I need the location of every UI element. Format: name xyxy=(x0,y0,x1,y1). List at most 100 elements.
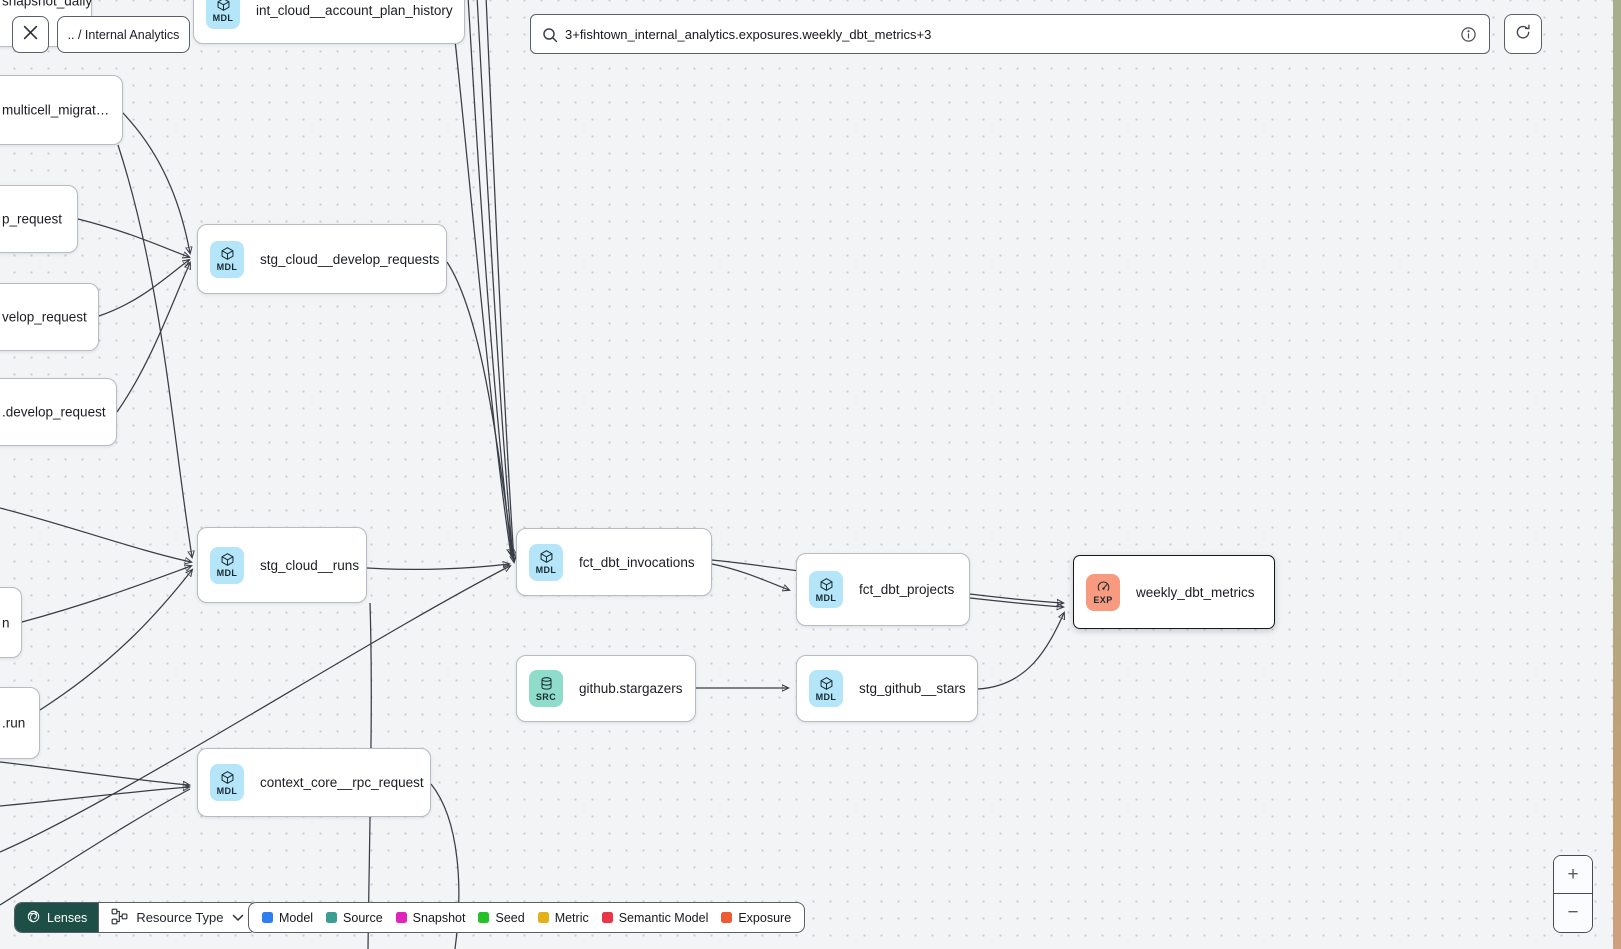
search-icon xyxy=(541,26,559,49)
node-label: weekly_dbt_metrics xyxy=(1136,584,1255,600)
node-stg-cloud-runs[interactable]: MDL stg_cloud__runs xyxy=(197,527,367,603)
breadcrumb[interactable]: .. / Internal Analytics xyxy=(57,16,190,53)
model-badge: MDL xyxy=(206,0,240,29)
legend-label: Snapshot xyxy=(412,910,466,925)
lenses-aperture-icon xyxy=(26,909,41,927)
badge-label: MDL xyxy=(535,565,557,575)
legend-item-snapshot: Snapshot xyxy=(395,910,466,925)
exposure-badge: EXP xyxy=(1086,573,1120,611)
node-label: int_cloud__account_plan_history xyxy=(256,2,453,18)
cube-icon xyxy=(217,0,229,11)
legend-label: Semantic Model xyxy=(618,910,709,925)
legend-item-exposure: Exposure xyxy=(721,911,791,925)
chevron-down-icon xyxy=(232,910,244,925)
node-github-stargazers[interactable]: SRC github.stargazers xyxy=(516,655,696,722)
legend-item-source: Source xyxy=(326,911,383,925)
legend-swatch xyxy=(395,912,407,923)
node-multicell-migrat[interactable]: multicell_migrat… xyxy=(0,75,123,145)
legend-item-seed: Seed xyxy=(478,910,525,925)
node-p-request[interactable]: p_request xyxy=(0,185,78,253)
badge-label: MDL xyxy=(212,13,234,23)
node-weekly-dbt-metrics[interactable]: EXP weekly_dbt_metrics xyxy=(1073,555,1275,629)
legend-label: Metric xyxy=(554,910,589,925)
gauge-icon xyxy=(1097,581,1109,591)
model-badge: MDL xyxy=(809,670,843,707)
node-label: p_request xyxy=(2,211,63,227)
node-label: stg_github__stars xyxy=(859,681,966,696)
badge-label: MDL xyxy=(815,592,837,603)
lenses-label: Lenses xyxy=(47,910,88,925)
node-label: stg_cloud__develop_requests xyxy=(260,251,440,267)
search-bar xyxy=(530,14,1490,54)
desktop-edge-strip xyxy=(1613,0,1621,949)
info-icon[interactable] xyxy=(1460,26,1477,48)
node-label: multicell_migrat… xyxy=(2,102,110,118)
node-label: fct_dbt_projects xyxy=(859,582,955,597)
resource-type-dropdown[interactable]: Resource Type xyxy=(99,903,255,932)
cube-icon xyxy=(221,553,233,566)
model-badge: MDL xyxy=(210,240,244,278)
node-cut-n[interactable]: n xyxy=(0,587,22,658)
legend-item-semantic-model: Semantic Model xyxy=(601,910,709,925)
model-badge: MDL xyxy=(210,764,244,801)
legend-swatch xyxy=(478,912,490,923)
node-fct-dbt-projects[interactable]: MDL fct_dbt_projects xyxy=(796,553,970,626)
node-label: github.stargazers xyxy=(579,681,683,696)
node-stg-cloud-develop-requests[interactable]: MDL stg_cloud__develop_requests xyxy=(197,224,447,294)
node-label: velop_request xyxy=(2,309,87,325)
legend-label: Source xyxy=(343,910,383,925)
lenses-button[interactable]: Lenses xyxy=(15,903,100,932)
node-label: snapshot_daily xyxy=(2,0,93,9)
node-label: .run xyxy=(2,715,26,731)
close-icon xyxy=(23,25,38,45)
cube-icon xyxy=(820,577,832,591)
node-cut-run[interactable]: .run xyxy=(0,687,40,759)
legend-swatch xyxy=(601,912,613,923)
legend-swatch xyxy=(262,912,273,923)
badge-label: SRC xyxy=(535,691,557,702)
legend-label: Exposure xyxy=(738,910,792,925)
zoom-out-button[interactable]: − xyxy=(1554,894,1592,932)
node-develop-request[interactable]: .develop_request xyxy=(0,378,117,446)
model-badge: MDL xyxy=(809,571,843,608)
zoom-in-button[interactable]: + xyxy=(1554,856,1592,894)
badge-label: MDL xyxy=(216,568,238,578)
node-label: stg_cloud__runs xyxy=(260,557,360,573)
legend-swatch xyxy=(537,912,549,923)
cube-icon xyxy=(820,676,832,690)
cube-icon xyxy=(540,550,552,563)
badge-label: EXP xyxy=(1093,595,1113,605)
resource-type-icon xyxy=(111,908,128,928)
model-badge: MDL xyxy=(529,543,563,581)
refresh-button[interactable] xyxy=(1504,14,1542,54)
badge-label: MDL xyxy=(216,262,238,272)
legend-label: Model xyxy=(279,910,314,925)
close-button[interactable] xyxy=(12,16,49,53)
legend-item-metric: Metric xyxy=(537,910,589,925)
node-stg-github-stars[interactable]: MDL stg_github__stars xyxy=(796,655,978,722)
node-fct-dbt-invocations[interactable]: MDL fct_dbt_invocations xyxy=(516,528,712,596)
node-label: n xyxy=(2,615,10,630)
resource-type-legend: Model Source Snapshot Seed Metric Semantic Mo… xyxy=(248,902,806,933)
badge-label: MDL xyxy=(815,691,837,702)
badge-label: MDL xyxy=(216,785,238,796)
legend-swatch xyxy=(326,912,338,923)
node-int-cloud-account-plan-history[interactable]: MDL int_cloud__account_plan_history xyxy=(193,0,465,44)
resource-type-label: Resource Type xyxy=(136,910,224,925)
cube-icon xyxy=(221,770,233,784)
cube-icon xyxy=(221,247,233,260)
legend-swatch xyxy=(721,912,733,923)
legend-item-model: Model xyxy=(262,911,313,925)
node-label: fct_dbt_invocations xyxy=(579,554,695,570)
database-icon xyxy=(540,676,552,690)
node-velop-request[interactable]: velop_request xyxy=(0,283,99,351)
model-badge: MDL xyxy=(210,546,244,584)
node-label: .develop_request xyxy=(2,404,106,420)
lenses-toolbar: Lenses Resource Type xyxy=(14,902,257,933)
search-input[interactable] xyxy=(531,15,1489,53)
legend-label: Seed xyxy=(495,910,525,925)
refresh-icon xyxy=(1514,23,1532,46)
source-badge: SRC xyxy=(529,670,563,707)
